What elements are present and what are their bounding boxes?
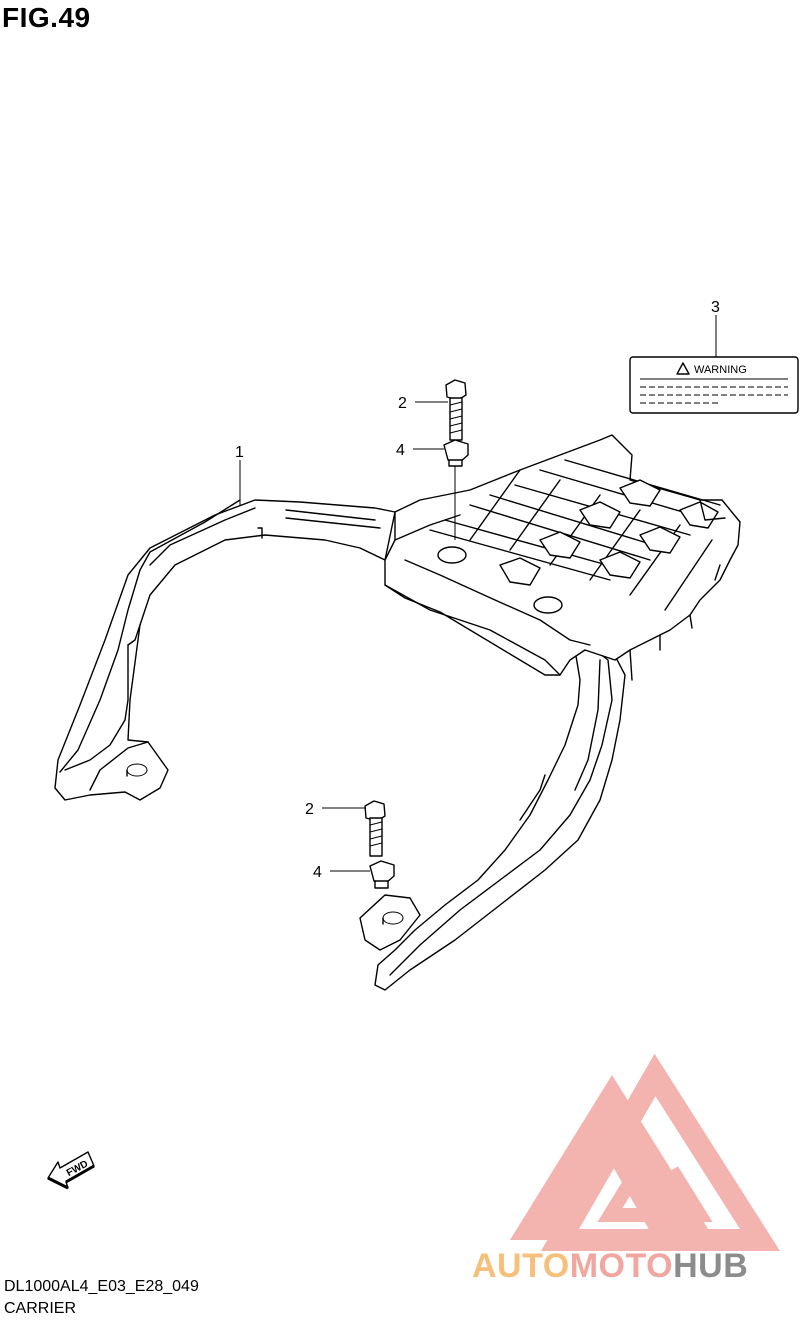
- callout-2-top: 2: [398, 395, 407, 412]
- callout-4-bottom: 4: [313, 864, 322, 881]
- warning-label: WARNING: [629, 356, 799, 414]
- fwd-arrow-icon: FWD: [47, 1151, 95, 1190]
- bolt-bottom: [364, 800, 386, 857]
- watermark-auto: AUTO: [472, 1247, 570, 1285]
- carrier-rail: [54, 499, 626, 991]
- callout-2-bottom: 2: [305, 801, 314, 818]
- bolt-top: [445, 379, 467, 441]
- section-name: CARRIER: [4, 1300, 77, 1317]
- footer: DL1000AL4_E03_E28_049 CARRIER: [4, 1276, 199, 1320]
- watermark-hub: HUB: [673, 1247, 749, 1285]
- callout-4-top: 4: [396, 442, 405, 459]
- nut-top: [443, 439, 469, 540]
- warning-label-text: WARNING: [694, 364, 747, 376]
- figure-title: FIG.49: [2, 2, 91, 33]
- watermark-logo: [510, 1053, 781, 1251]
- callout-3: 3: [711, 299, 720, 316]
- carrier-platform: [384, 434, 741, 681]
- leader-lines: [239, 315, 717, 872]
- callout-1: 1: [235, 444, 244, 461]
- watermark-text: AUTOMOTOHUB: [472, 1247, 748, 1286]
- model-code: DL1000AL4_E03_E28_049: [4, 1278, 199, 1295]
- nut-bottom: [369, 860, 395, 889]
- watermark-moto: MOTO: [569, 1247, 674, 1285]
